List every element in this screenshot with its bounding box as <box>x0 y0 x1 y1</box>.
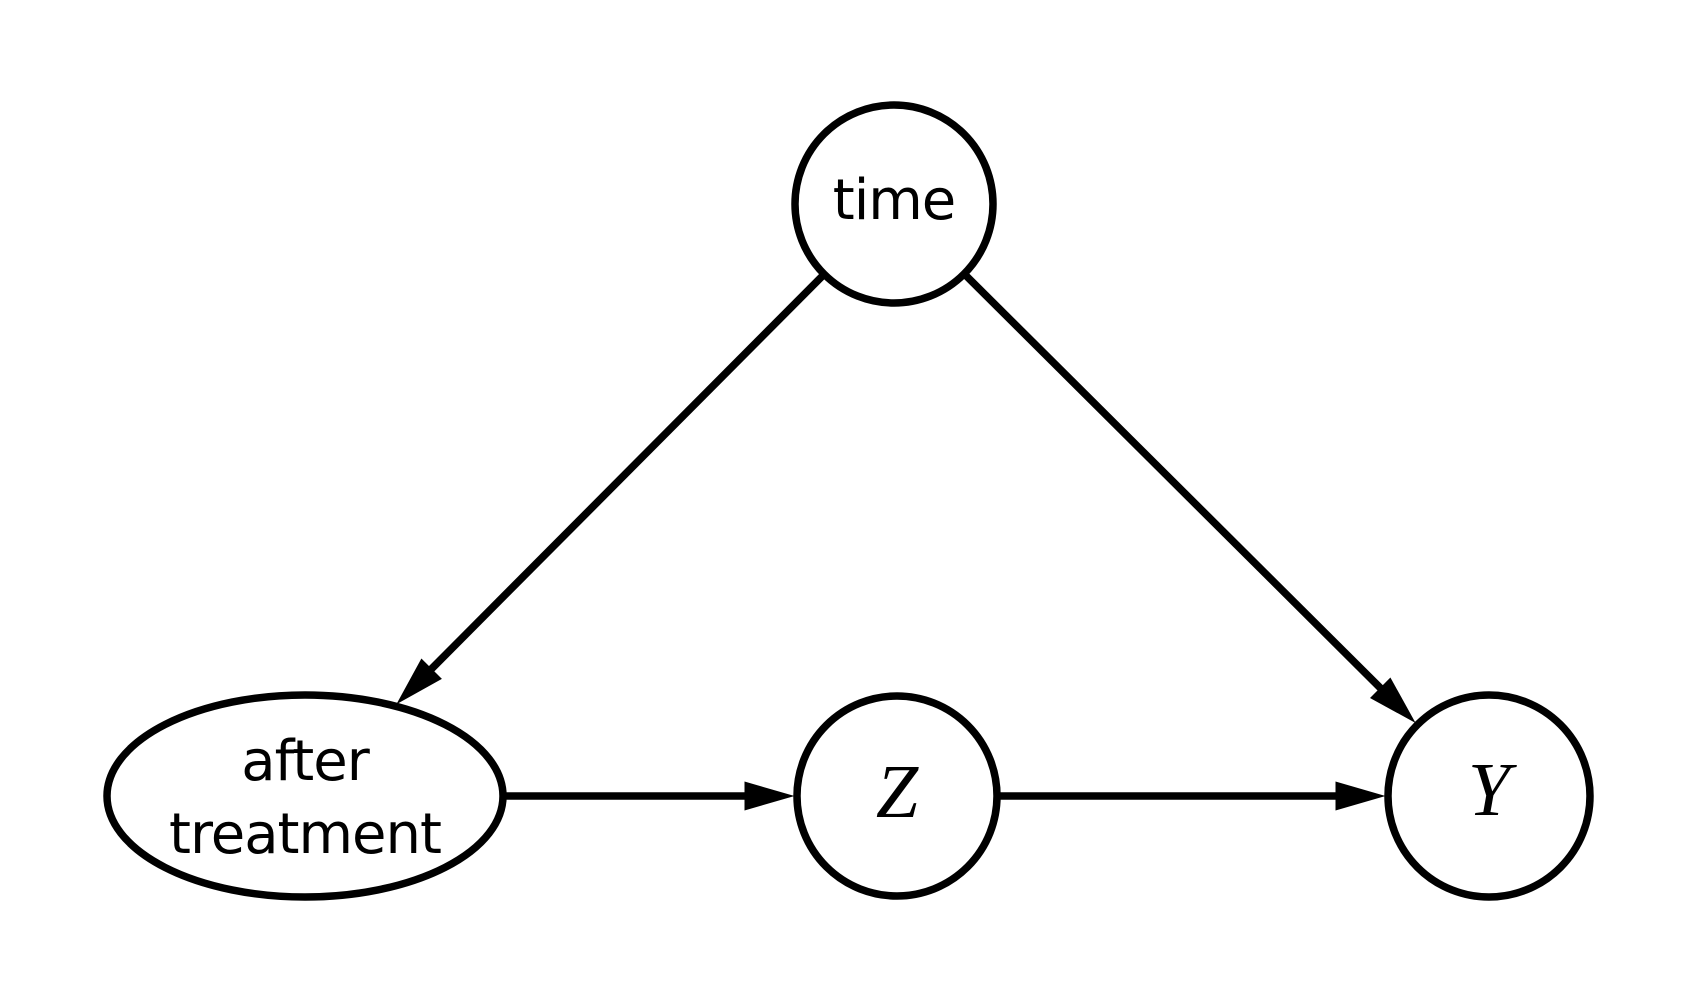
edge-shaft <box>425 273 826 675</box>
node-time-shape <box>791 101 997 307</box>
node-after_treatment-label-line1: after <box>241 729 370 794</box>
node-Z: Z <box>793 692 1001 900</box>
edge-after_treatment-to-Z <box>505 781 795 811</box>
edge-arrowhead <box>1335 781 1386 811</box>
node-time-label: time <box>833 168 956 233</box>
edge-arrowhead <box>396 658 442 705</box>
node-Y: Y <box>1384 691 1594 901</box>
edge-shaft <box>963 272 1387 694</box>
node-Y-label: Y <box>1468 748 1518 832</box>
edge-arrowhead <box>1370 677 1416 723</box>
node-after_treatment-shape <box>103 691 507 901</box>
node-after_treatment-label-line2: treatment <box>169 802 441 867</box>
edge-time-to-after_treatment <box>396 273 826 705</box>
edge-arrowhead <box>744 781 795 811</box>
node-Z-shape <box>793 692 1001 900</box>
edge-Z-to-Y <box>999 781 1386 811</box>
node-time: time <box>791 101 997 307</box>
node-Z-label: Z <box>876 750 919 834</box>
node-after_treatment: after treatment <box>103 691 507 901</box>
node-Y-shape <box>1384 691 1594 901</box>
edges-layer <box>396 272 1416 811</box>
edge-time-to-Y <box>963 272 1416 723</box>
nodes-layer: time after treatment Z Y <box>103 101 1594 901</box>
